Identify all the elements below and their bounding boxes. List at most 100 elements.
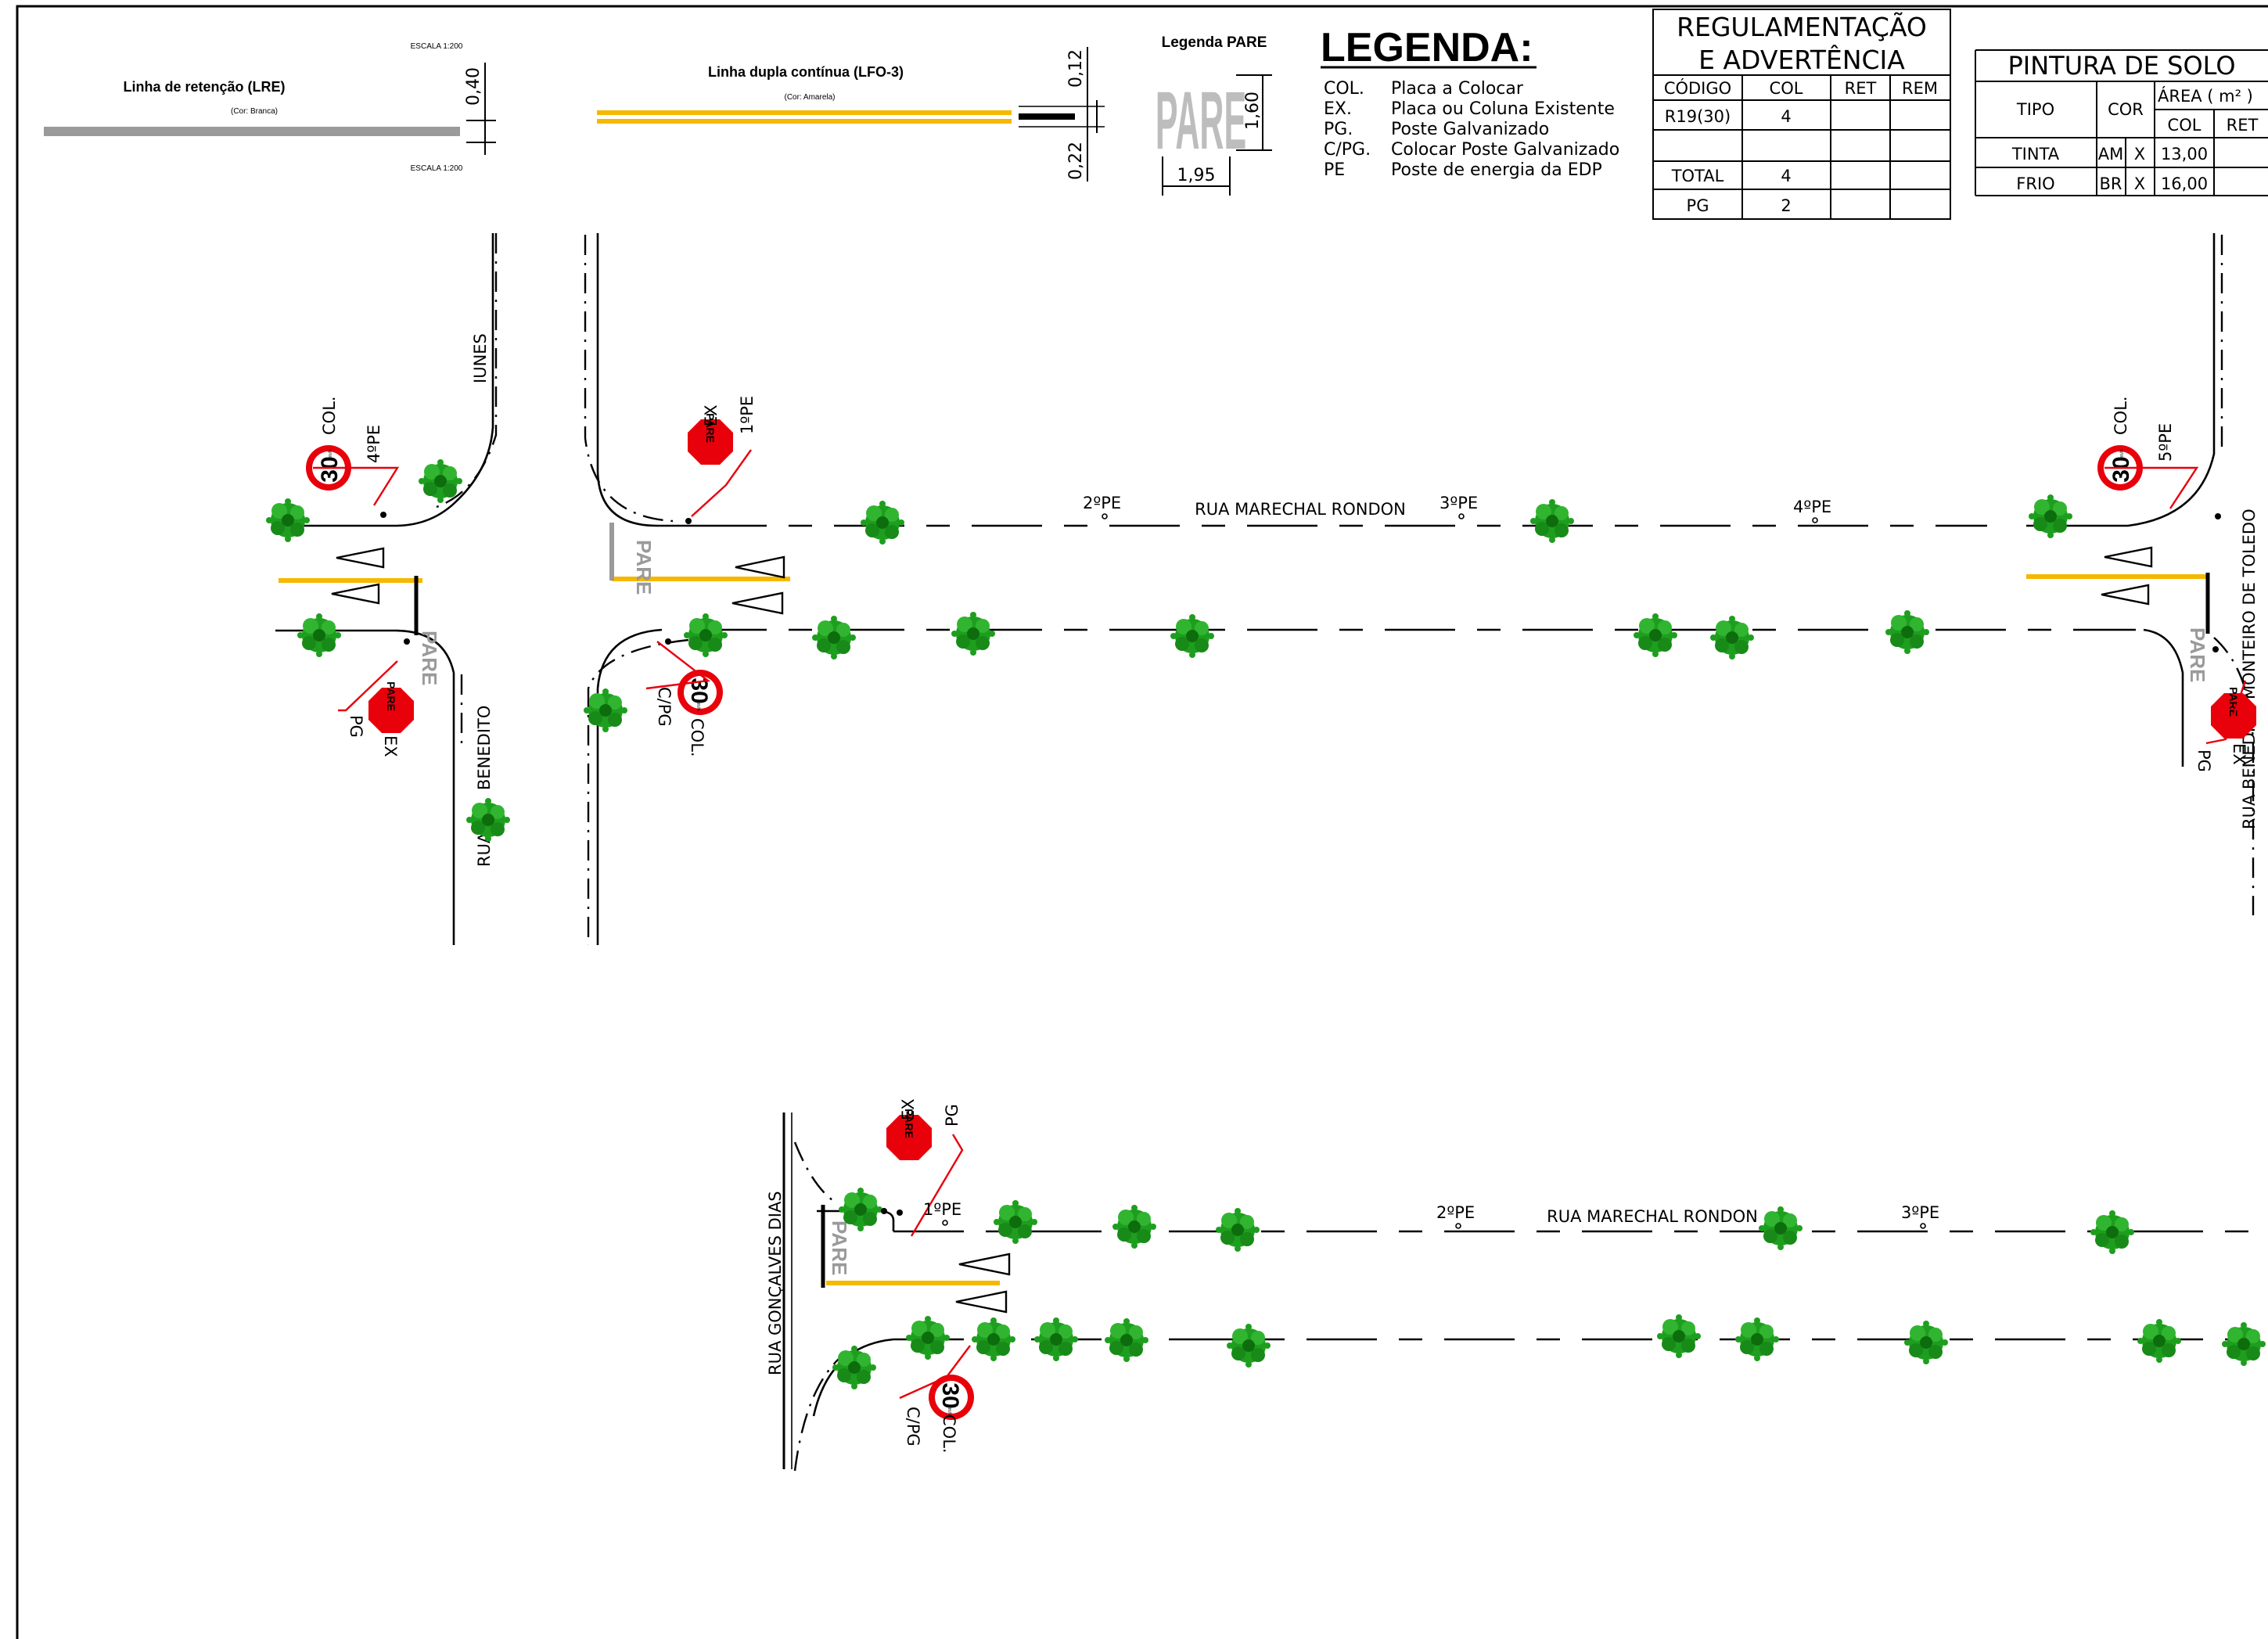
speed-value: 30 bbox=[2108, 456, 2134, 482]
speed-unit: km/h bbox=[329, 449, 333, 459]
pole-dot-icon bbox=[404, 638, 410, 645]
tree-icon bbox=[832, 1346, 876, 1389]
street-monteiro: RUA BENEDITO MONTEIRO DE TOLEDO bbox=[2240, 509, 2259, 829]
pe-pole-icon bbox=[1455, 1223, 1461, 1229]
pint-title: PINTURA DE SOLO bbox=[2007, 51, 2235, 81]
lre-scale-top: ESCALA 1:200 bbox=[411, 42, 463, 51]
tree-icon bbox=[1530, 499, 1574, 543]
pole-dot-icon bbox=[665, 638, 671, 645]
sign-leader-line bbox=[691, 449, 752, 517]
tree-icon bbox=[1170, 614, 1214, 658]
legenda-desc: Placa ou Coluna Existente bbox=[1391, 99, 1615, 119]
pe-pole-icon bbox=[1458, 513, 1465, 519]
lfo-title: Linha dupla contínua (LFO-3) bbox=[708, 64, 904, 80]
ex-label: EX bbox=[2230, 743, 2248, 765]
pare-marking-right: PARE bbox=[2186, 627, 2209, 682]
legenda-desc: Placa a Colocar bbox=[1391, 79, 1524, 99]
sign-leader-line bbox=[910, 1134, 964, 1237]
pint-row2-tipo: FRIO bbox=[2016, 174, 2054, 193]
pint-tipo: TIPO bbox=[2016, 100, 2054, 119]
street-benedito: BENEDITO bbox=[475, 706, 494, 790]
pe-pole-icon bbox=[1102, 513, 1108, 519]
sign-leader-line bbox=[2205, 680, 2247, 745]
tree-icon bbox=[972, 1317, 1015, 1361]
road-edge-ne bbox=[596, 233, 696, 527]
tree-icon bbox=[2137, 1319, 2181, 1363]
pg-label: PG bbox=[347, 715, 365, 738]
pe-label: 3ºPE bbox=[1440, 494, 1478, 512]
pint-area: ÁREA ( m² ) bbox=[2158, 86, 2253, 106]
tree-icon bbox=[1885, 610, 1929, 654]
sign-leader-line bbox=[645, 641, 711, 690]
pe-label: 4ºPE bbox=[1793, 498, 1831, 516]
legenda-desc: Colocar Poste Galvanizado bbox=[1391, 140, 1619, 160]
pare-width: 1,95 bbox=[1177, 166, 1216, 185]
pe-label: 1ºPE bbox=[923, 1200, 961, 1219]
cpg-label: C/PG bbox=[655, 687, 674, 727]
tree-icon bbox=[1710, 616, 1754, 660]
pole-dot-icon bbox=[380, 512, 386, 518]
legenda-code: C/PG. bbox=[1324, 140, 1371, 160]
road-edge-east-north bbox=[2026, 233, 2216, 527]
tree-icon bbox=[1735, 1317, 1779, 1361]
speed-unit: km/h bbox=[2120, 449, 2125, 459]
ex-label: EX bbox=[702, 404, 721, 426]
legenda-code: EX. bbox=[1324, 99, 1352, 119]
col-label: COL. bbox=[320, 396, 339, 435]
pare-legend-title: Legenda PARE bbox=[1162, 34, 1267, 51]
pole-dot-icon bbox=[685, 518, 692, 524]
pintura-table: PINTURA DE SOLO TIPO COR ÁREA ( m² ) COL… bbox=[1975, 49, 2268, 196]
pare-marking-lower: PARE bbox=[828, 1220, 851, 1275]
pint-row1-val: 13,00 bbox=[2161, 145, 2208, 164]
drawing-frame bbox=[16, 5, 2268, 1639]
road-edge-nw bbox=[275, 233, 494, 527]
lower-plan bbox=[782, 1112, 2268, 1472]
tree-icon bbox=[812, 616, 856, 660]
speed-value: 30 bbox=[317, 456, 343, 482]
tree-icon bbox=[1227, 1324, 1271, 1368]
pint-row2-x: X bbox=[2134, 174, 2145, 193]
legenda-code: PG. bbox=[1324, 120, 1353, 139]
street-iunes: IUNES bbox=[471, 333, 490, 383]
pint-row2-cor: BR bbox=[2100, 174, 2122, 193]
reg-cell: 2 bbox=[1781, 196, 1791, 215]
pe-label: 1ºPE bbox=[738, 396, 757, 434]
street-rua: RUA bbox=[475, 832, 494, 867]
pe-pole-icon bbox=[1812, 517, 1818, 523]
pe-label: 4ºPE bbox=[365, 425, 383, 463]
col-label: COL. bbox=[688, 718, 706, 757]
tree-icon bbox=[861, 501, 904, 545]
lre-title: Linha de retenção (LRE) bbox=[123, 79, 285, 95]
reg-header: REM bbox=[1902, 79, 1938, 98]
pole-dot-icon bbox=[2215, 513, 2221, 519]
tree-icon bbox=[994, 1200, 1037, 1244]
tree-icon bbox=[1634, 613, 1677, 657]
lfo-color: (Cor: Amarela) bbox=[784, 93, 835, 102]
pint-col: COL bbox=[2168, 116, 2202, 135]
lre-dim: 0,40 bbox=[464, 67, 483, 106]
tree-icon bbox=[2090, 1210, 2134, 1254]
lfo-dim-b: 0,22 bbox=[1066, 142, 1086, 180]
upper-plan bbox=[275, 233, 2255, 945]
reg-title-1: REGULAMENTAÇÃO bbox=[1677, 12, 1927, 42]
tree-icon bbox=[466, 798, 510, 842]
road-edge-se bbox=[596, 628, 663, 945]
tree-icon bbox=[266, 498, 310, 542]
pare-marking-mid: PARE bbox=[632, 540, 656, 595]
pare-height: 1,60 bbox=[1243, 92, 1263, 130]
legenda-desc: Poste Galvanizado bbox=[1391, 120, 1549, 139]
tree-icon bbox=[1112, 1205, 1156, 1249]
reg-header: RET bbox=[1845, 79, 1877, 98]
tree-icon bbox=[1216, 1208, 1260, 1252]
reg-cell: 4 bbox=[1781, 107, 1791, 126]
tree-icon bbox=[951, 612, 995, 656]
legenda-code: COL. bbox=[1324, 79, 1364, 99]
pe-label: 3ºPE bbox=[1901, 1203, 1939, 1222]
pg-label: PG bbox=[2194, 749, 2213, 772]
tree-icon bbox=[2029, 494, 2072, 538]
tree-icon bbox=[1759, 1206, 1803, 1250]
